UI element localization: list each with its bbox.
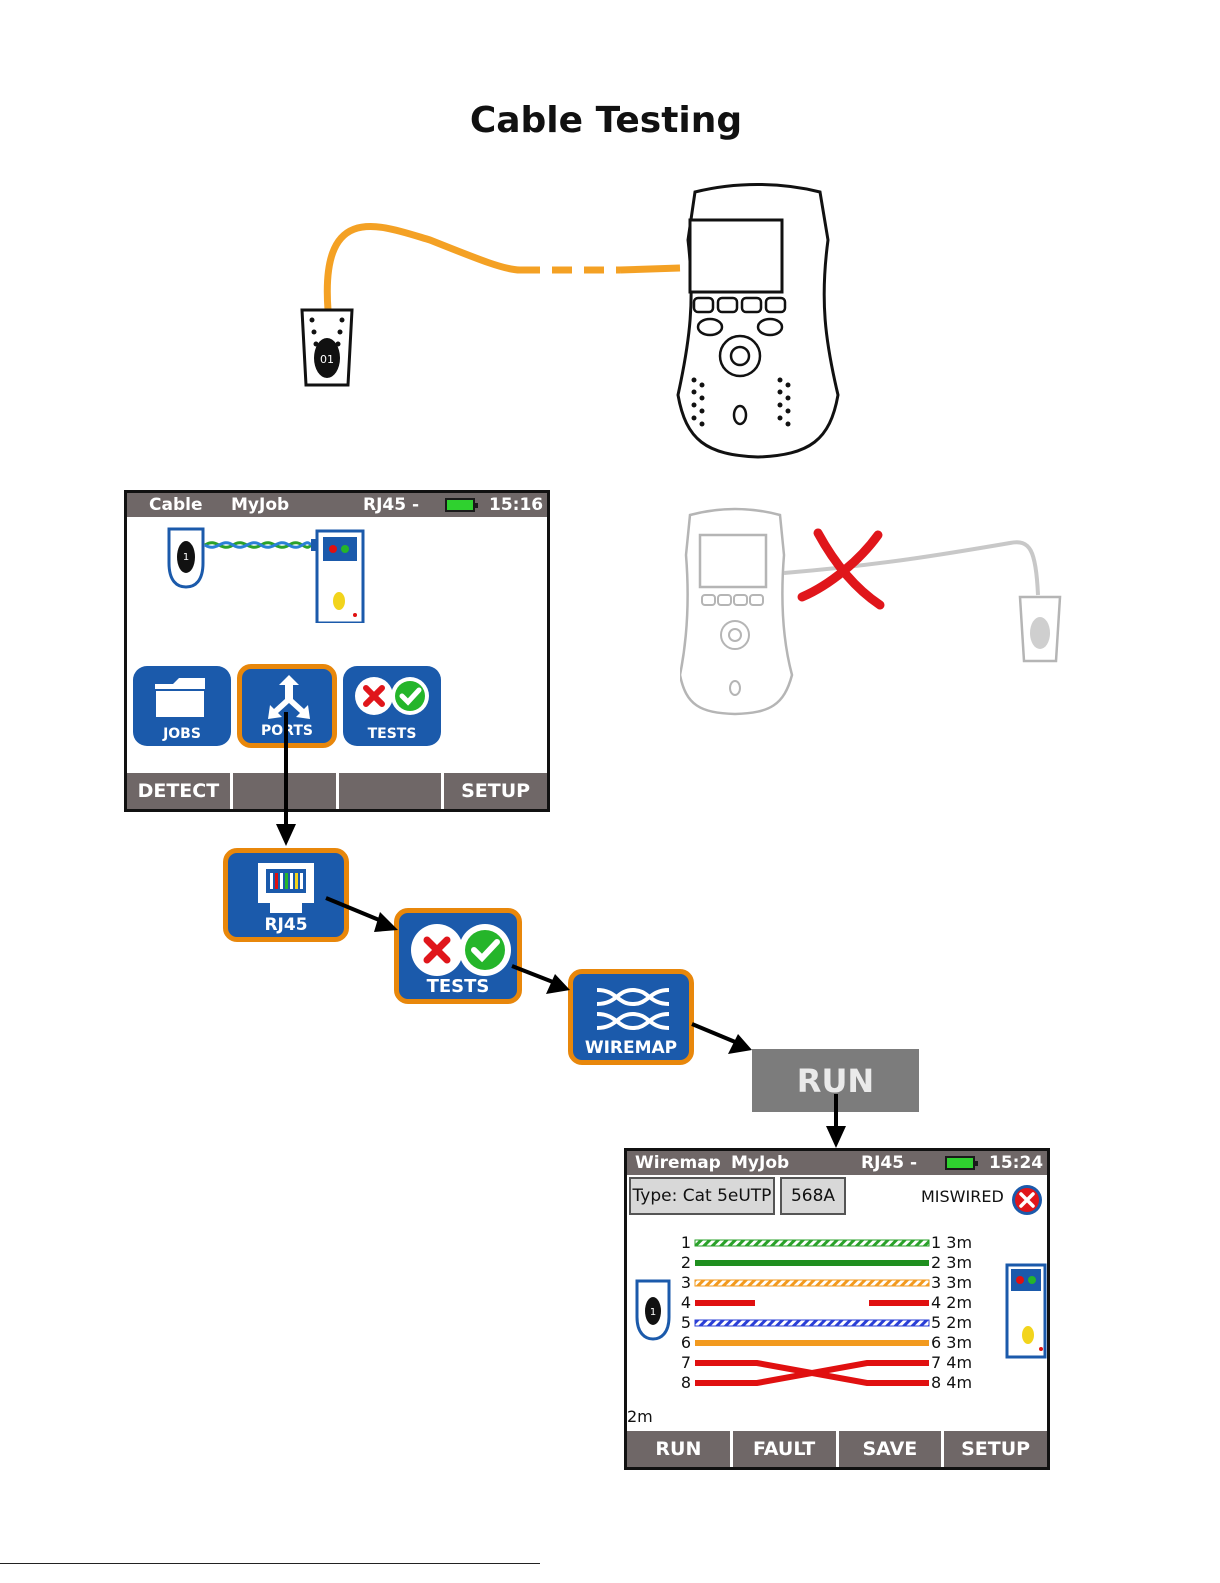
flow-tests-label: TESTS (399, 976, 517, 997)
run-button[interactable]: RUN (752, 1049, 919, 1112)
wire-left-label: 5 (677, 1313, 691, 1332)
wire-left-label: 2 (677, 1253, 691, 1272)
wiremap-softkey-bar: RUN FAULT SAVE SETUP (627, 1431, 1047, 1467)
blank-softkey-2[interactable] (233, 773, 339, 809)
remote-id-label: 01 (320, 353, 334, 366)
test-cable (327, 226, 680, 310)
status-port: RJ45 - (363, 495, 419, 515)
setup-softkey[interactable]: SETUP (444, 773, 547, 809)
wire-left-label: 8 (677, 1373, 691, 1392)
page-title: Cable Testing (0, 100, 1212, 141)
footer-rule (0, 1563, 540, 1564)
tests-label: TESTS (343, 726, 441, 742)
rj45-tile[interactable]: RJ45 (223, 848, 349, 942)
wire-right-label: 8 4m (931, 1373, 972, 1392)
status-job: MyJob (231, 495, 289, 515)
disconnected-tester-icon (680, 509, 792, 714)
blank-softkey-3[interactable] (339, 773, 445, 809)
wire-open-segment (695, 1300, 755, 1306)
ports-icon (260, 673, 318, 725)
save-softkey[interactable]: SAVE (839, 1431, 945, 1467)
wire-pair-line (695, 1320, 929, 1326)
wire-right-label: 1 3m (931, 1233, 972, 1252)
flow-tests-tile[interactable]: TESTS (394, 908, 522, 1004)
rj45-port-icon (254, 859, 318, 917)
wire-pair-line (695, 1340, 929, 1346)
ports-label: PORTS (242, 723, 332, 739)
jobs-label: JOBS (133, 726, 231, 742)
fault-softkey[interactable]: FAULT (733, 1431, 839, 1467)
arrow-wiremap-to-run (692, 1024, 740, 1044)
wire-right-label: 5 2m (931, 1313, 972, 1332)
wiremap-tile[interactable]: WIREMAP (568, 969, 694, 1065)
wire-pair-line (695, 1240, 929, 1246)
svg-text:1: 1 (183, 552, 189, 563)
wiremap-label: WIREMAP (573, 1038, 689, 1058)
ports-tile[interactable]: PORTS (237, 664, 337, 748)
wire-right-label: 4 2m (931, 1293, 972, 1312)
tests-tile[interactable]: TESTS (343, 666, 441, 746)
wiremap-screen: Wiremap MyJob RJ45 - 15:24 Type: Cat 5eU… (624, 1148, 1050, 1470)
flow-tests-icon (409, 921, 513, 979)
wire-right-label: 2 3m (931, 1253, 972, 1272)
remote-identifier-icon: 01 (302, 310, 352, 385)
wire-left-label: 1 (677, 1233, 691, 1252)
folder-icon (153, 676, 209, 720)
status-mode: Cable (149, 495, 202, 515)
wire-map: 1 1 3m 2 2 3m 3 3 3m 4 4 2m 5 5 2m 6 6 3m 7 7 4m 8 8 4m (627, 1151, 1047, 1411)
wire-right-label: 7 4m (931, 1353, 972, 1372)
wiremap-setup-softkey[interactable]: SETUP (944, 1431, 1047, 1467)
wire-left-label: 4 (677, 1293, 691, 1312)
softkey-bar: DETECT SETUP (127, 773, 547, 809)
disconnected-illustration (680, 505, 1080, 720)
wire-pair-line (695, 1280, 929, 1286)
battery-icon (445, 498, 475, 512)
home-screen: Cable MyJob RJ45 - 15:16 1 JOBS PORTS (124, 490, 550, 812)
wire-open-segment (869, 1300, 929, 1306)
status-bar: Cable MyJob RJ45 - 15:16 (127, 493, 547, 517)
wire-left-label: 6 (677, 1333, 691, 1352)
status-time: 15:16 (489, 495, 543, 515)
detect-softkey[interactable]: DETECT (127, 773, 233, 809)
rj45-label: RJ45 (228, 915, 344, 935)
wire-right-label: 3 3m (931, 1273, 972, 1292)
wire-left-label: 7 (677, 1353, 691, 1372)
run-softkey[interactable]: RUN (627, 1431, 733, 1467)
cable-connection-icon: 1 (165, 523, 375, 623)
wire-pair-line (695, 1260, 929, 1266)
fault-distance-label: 2m (627, 1407, 653, 1426)
main-tester-icon (678, 185, 838, 458)
wire-left-label: 3 (677, 1273, 691, 1292)
tests-icon (353, 674, 431, 718)
wire-right-label: 6 3m (931, 1333, 972, 1352)
wiremap-icon (593, 982, 673, 1038)
cable-setup-illustration: 01 (290, 180, 850, 470)
disconnected-remote-icon (1020, 597, 1060, 661)
jobs-tile[interactable]: JOBS (133, 666, 231, 746)
